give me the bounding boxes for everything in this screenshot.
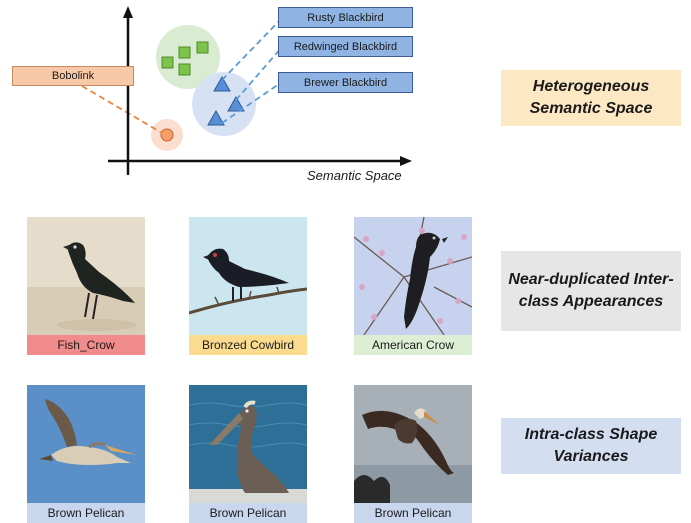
label-rusty-blackbird: Rusty Blackbird	[278, 7, 413, 28]
blue-triangle-marker	[227, 95, 245, 112]
bird-card: Brown Pelican	[27, 385, 145, 523]
bird-caption: Brown Pelican	[27, 503, 145, 523]
green-square-marker	[178, 46, 191, 59]
bird-caption: Brown Pelican	[354, 503, 472, 523]
side-label-near-duplicated: Near-duplicated Inter-class Appearances	[501, 251, 681, 331]
bird-card: American Crow	[354, 217, 472, 355]
bird-caption: Brown Pelican	[189, 503, 307, 523]
axis-label-semantic-space: Semantic Space	[307, 168, 402, 183]
green-square-marker	[161, 56, 174, 69]
label-bobolink: Bobolink	[12, 66, 134, 86]
blue-triangle-marker	[213, 75, 231, 92]
label-redwinged-blackbird: Redwinged Blackbird	[278, 36, 413, 57]
connector-bobolink	[81, 85, 163, 134]
pelican-flying-photo	[27, 385, 145, 503]
pelican-on-pier-photo	[189, 385, 307, 503]
connector-redwinged	[235, 46, 283, 101]
connector-rusty	[221, 17, 283, 81]
label-brewer-blackbird: Brewer Blackbird	[278, 72, 413, 93]
bird-caption: Bronzed Cowbird	[189, 335, 307, 355]
bird-card: Bronzed Cowbird	[189, 217, 307, 355]
side-label-heterogeneous: Heterogeneous Semantic Space	[501, 70, 681, 126]
blue-triangle-marker	[207, 109, 225, 126]
pelican-diving-photo	[354, 385, 472, 503]
bird-card: Fish_Crow	[27, 217, 145, 355]
side-label-intra-class: Intra-class Shape Variances	[501, 418, 681, 474]
y-axis-arrow	[123, 6, 133, 18]
bird-caption: American Crow	[354, 335, 472, 355]
blue-cluster	[192, 72, 256, 136]
green-square-marker	[196, 41, 209, 54]
green-square-marker	[178, 63, 191, 76]
bird-card: Brown Pelican	[354, 385, 472, 523]
orange-circle-marker	[160, 128, 174, 142]
bird-caption: Fish_Crow	[27, 335, 145, 355]
cowbird-on-branch-photo	[189, 217, 307, 335]
crow-in-blossoms-photo	[354, 217, 472, 335]
bird-card: Brown Pelican	[189, 385, 307, 523]
crow-on-sand-photo	[27, 217, 145, 335]
semantic-space-diagram	[81, 6, 412, 175]
x-axis-arrow	[400, 156, 412, 166]
connector-brewer	[221, 81, 283, 124]
